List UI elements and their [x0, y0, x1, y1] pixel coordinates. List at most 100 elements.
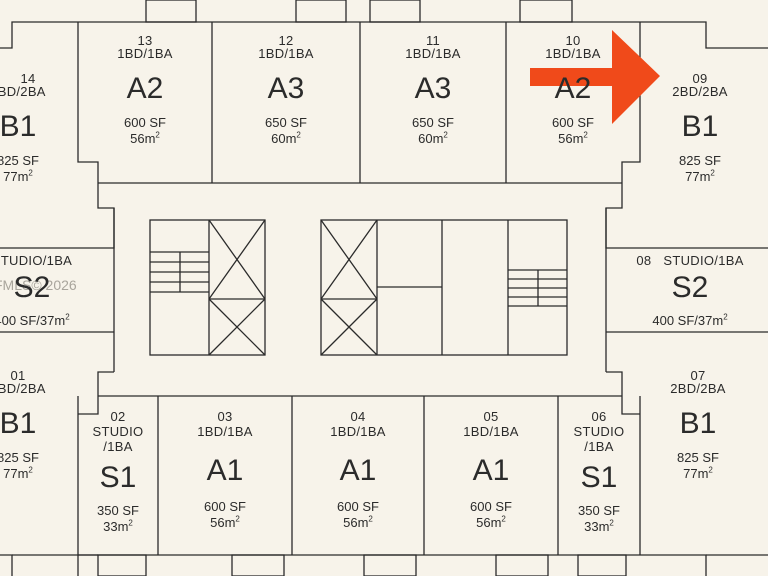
- unit-08: 08 STUDIO/1BA S2 400 SF/37m2: [612, 254, 768, 327]
- unit-code: A1: [206, 454, 244, 487]
- unit-number: 08: [636, 253, 652, 268]
- unit-type: 2BD/2BA: [670, 381, 726, 396]
- unit-type-line2: /1BA: [584, 439, 614, 454]
- unit-sqm: 56m: [130, 131, 156, 146]
- unit-sqm: 60m: [418, 131, 444, 146]
- unit-code: S2: [671, 271, 709, 304]
- unit-sqft: 650 SF: [265, 115, 307, 130]
- unit-sqm-sup: 2: [710, 168, 715, 178]
- unit-sqft: 350 SF: [97, 503, 139, 518]
- unit-number: 04: [350, 409, 366, 424]
- unit-sqm: 33m: [584, 519, 610, 534]
- unit-13: 13 1BD/1BA A2 600 SF 56m2: [78, 34, 212, 145]
- unit-sqm-sup: 2: [296, 130, 301, 140]
- unit-sqft: 650 SF: [412, 115, 454, 130]
- unit-code: A2: [554, 72, 592, 105]
- unit-number: 14: [20, 71, 36, 86]
- unit-sqm-sup: 2: [583, 130, 588, 140]
- unit-type: 2BD/2BA: [672, 84, 728, 99]
- unit-type: 1BD/1BA: [545, 46, 601, 61]
- unit-04: 04 1BD/1BA A1 600 SF 56m2: [292, 410, 424, 529]
- unit-number: 11: [425, 33, 441, 48]
- unit-01: 01 2BD/2BA B1 825 SF 77m2: [0, 369, 58, 480]
- unit-type: 2BD/2BA: [0, 84, 46, 99]
- unit-sqft: 350 SF: [578, 503, 620, 518]
- unit-05: 05 1BD/1BA A1 600 SF 56m2: [424, 410, 558, 529]
- unit-sqm-sup: 2: [65, 312, 70, 322]
- unit-code: S2: [13, 271, 51, 304]
- unit-sqft: 825 SF: [0, 450, 39, 465]
- unit-sqft-sqm: 400 SF/37m: [652, 313, 724, 328]
- unit-number: 10: [565, 33, 581, 48]
- unit-code: A1: [472, 454, 510, 487]
- unit-sqm: 60m: [271, 131, 297, 146]
- unit-sqft: 600 SF: [124, 115, 166, 130]
- unit-sqm-sup: 2: [501, 514, 506, 524]
- unit-code: S1: [99, 461, 137, 494]
- unit-sqm: 56m: [210, 515, 236, 530]
- unit-number: 05: [483, 409, 499, 424]
- unit-sqm-sup: 2: [723, 312, 728, 322]
- unit-type: 1BD/1BA: [258, 46, 314, 61]
- unit-number: 12: [278, 33, 294, 48]
- unit-sqft-sqm: 400 SF/37m: [0, 313, 66, 328]
- unit-sqft: 825 SF: [677, 450, 719, 465]
- unit-sqm-sup: 2: [708, 465, 713, 475]
- unit-code: A1: [339, 454, 377, 487]
- unit-sqm: 77m: [3, 169, 29, 184]
- unit-sqft: 600 SF: [552, 115, 594, 130]
- unit-number: 13: [137, 33, 153, 48]
- unit-sqm: 33m: [103, 519, 129, 534]
- unit-10: 10 1BD/1BA A2 600 SF 56m2: [506, 34, 640, 145]
- unit-type-line1: STUDIO: [92, 424, 144, 439]
- unit-left-s2: STUDIO/1BA S2 400 SF/37m2: [0, 254, 100, 327]
- unit-number: 01: [10, 368, 26, 383]
- unit-sqft: 825 SF: [0, 153, 39, 168]
- unit-number: 09: [692, 71, 708, 86]
- unit-02: 02 STUDIO /1BA S1 350 SF 33m2: [78, 410, 158, 533]
- unit-type-line1: STUDIO: [573, 424, 625, 439]
- unit-sqm-sup: 2: [28, 465, 33, 475]
- unit-sqm: 77m: [685, 169, 711, 184]
- unit-type-line2: /1BA: [103, 439, 133, 454]
- unit-sqft: 600 SF: [470, 499, 512, 514]
- unit-code: B1: [0, 110, 37, 143]
- unit-sqft: 600 SF: [204, 499, 246, 514]
- unit-12: 12 1BD/1BA A3 650 SF 60m2: [212, 34, 360, 145]
- unit-number: 07: [690, 368, 706, 383]
- unit-code: A2: [126, 72, 164, 105]
- unit-sqm-sup: 2: [609, 518, 614, 528]
- unit-code: A3: [414, 72, 452, 105]
- unit-number: 02: [110, 409, 126, 424]
- unit-sqm: 77m: [3, 466, 29, 481]
- unit-06: 06 STUDIO /1BA S1 350 SF 33m2: [558, 410, 640, 533]
- unit-code: A3: [267, 72, 305, 105]
- watermark: FMLS© 2026: [0, 277, 77, 293]
- unit-sqm: 56m: [343, 515, 369, 530]
- unit-type: 1BD/1BA: [117, 46, 173, 61]
- unit-sqm-sup: 2: [28, 168, 33, 178]
- unit-14: 14 2BD/2BA B1 825 SF 77m2: [0, 72, 58, 183]
- unit-code: B1: [681, 110, 719, 143]
- unit-code: S1: [580, 461, 618, 494]
- unit-type: 1BD/1BA: [405, 46, 461, 61]
- unit-sqm-sup: 2: [235, 514, 240, 524]
- unit-code: B1: [679, 407, 717, 440]
- unit-sqm: 77m: [683, 466, 709, 481]
- unit-number: 06: [591, 409, 607, 424]
- unit-sqft: 825 SF: [679, 153, 721, 168]
- arrow-icon: [530, 30, 660, 124]
- unit-type: 1BD/1BA: [330, 424, 386, 439]
- unit-sqm-sup: 2: [443, 130, 448, 140]
- unit-11: 11 1BD/1BA A3 650 SF 60m2: [360, 34, 506, 145]
- unit-type: STUDIO/1BA: [663, 253, 744, 268]
- unit-sqm: 56m: [558, 131, 584, 146]
- unit-type: 1BD/1BA: [463, 424, 519, 439]
- unit-type: STUDIO/1BA: [0, 253, 73, 268]
- unit-03: 03 1BD/1BA A1 600 SF 56m2: [158, 410, 292, 529]
- unit-type: 2BD/2BA: [0, 381, 46, 396]
- unit-sqft: 600 SF: [337, 499, 379, 514]
- unit-sqm-sup: 2: [128, 518, 133, 528]
